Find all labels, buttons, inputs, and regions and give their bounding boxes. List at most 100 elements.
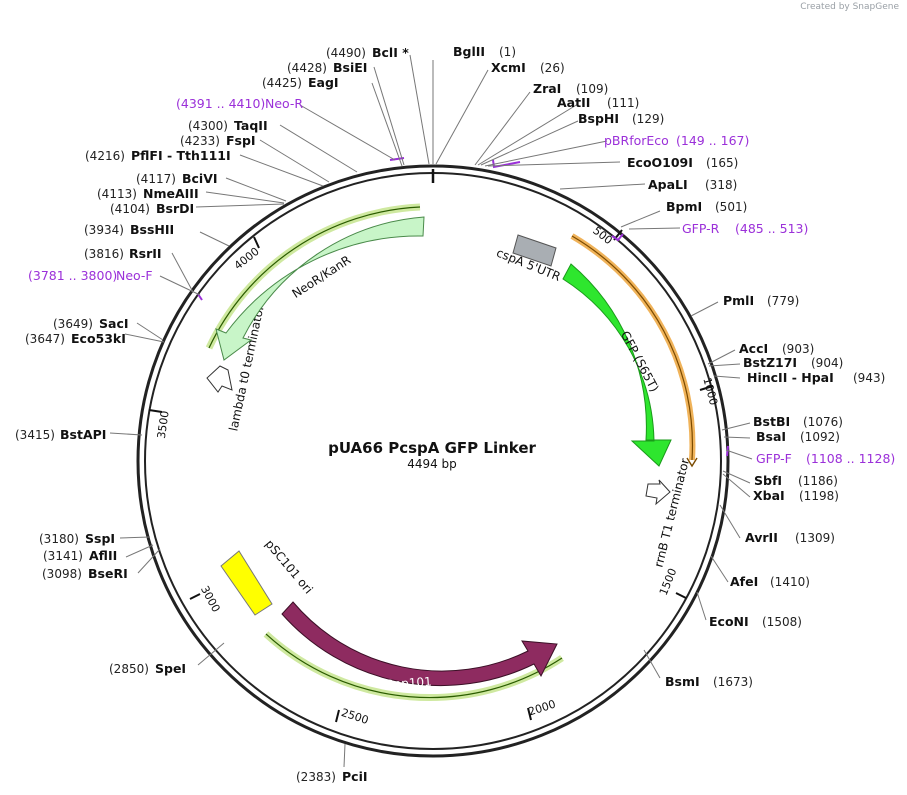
svg-text:(3415): (3415) xyxy=(15,428,55,442)
site-aflii[interactable]: (3141)AflII xyxy=(43,548,117,563)
site-econi[interactable]: EcoNI(1508) xyxy=(709,614,802,629)
svg-text:1500: 1500 xyxy=(657,566,680,597)
site-sspi[interactable]: (3180)SspI xyxy=(39,531,115,546)
svg-text:BclI *: BclI * xyxy=(372,45,409,60)
site-apali[interactable]: ApaLI(318) xyxy=(648,177,737,192)
site-eco53ki[interactable]: (3647)Eco53kI xyxy=(25,331,126,346)
svg-text:(1309): (1309) xyxy=(795,531,835,545)
tick-3000: 3000 xyxy=(189,584,223,615)
svg-text:(1186): (1186) xyxy=(798,474,838,488)
green-highlight-line-neo xyxy=(208,206,421,349)
primer-pbrforeco[interactable]: pBRforEco (149 .. 167) xyxy=(604,133,749,148)
site-bsphi[interactable]: BspHI(129) xyxy=(578,111,664,126)
site-bcli[interactable]: (4490) BclI * xyxy=(326,45,409,60)
svg-text:(4490): (4490) xyxy=(326,46,366,60)
svg-text:2000: 2000 xyxy=(527,698,558,719)
svg-text:ApaLI: ApaLI xyxy=(648,177,688,192)
site-bseri[interactable]: (3098)BseRI xyxy=(42,566,128,581)
site-pmli[interactable]: PmlI(779) xyxy=(723,293,799,308)
site-saci[interactable]: (3649)SacI xyxy=(53,316,129,331)
site-bstbi[interactable]: BstBI(1076) xyxy=(753,414,843,429)
svg-text:(4233): (4233) xyxy=(180,134,220,148)
svg-text:SacI: SacI xyxy=(99,316,129,331)
feature-psc101-ori[interactable]: pSC101 ori xyxy=(220,537,316,616)
svg-text:(129): (129) xyxy=(632,112,664,126)
svg-text:AccI: AccI xyxy=(739,341,768,356)
site-avrii[interactable]: AvrII(1309) xyxy=(745,530,835,545)
svg-text:EcoO109I: EcoO109I xyxy=(627,155,693,170)
svg-text:XbaI: XbaI xyxy=(753,488,785,503)
svg-text:NmeAIII: NmeAIII xyxy=(143,186,199,201)
feature-label-neor: NeoR/KanR xyxy=(289,253,353,301)
svg-text:(111): (111) xyxy=(607,96,639,110)
svg-text:3000: 3000 xyxy=(198,584,223,615)
svg-text:(1076): (1076) xyxy=(803,415,843,429)
primer-neo-r[interactable]: (4391 .. 4410)Neo-R xyxy=(176,96,303,111)
site-xcmi[interactable]: XcmI(26) xyxy=(491,60,565,75)
site-nmeaiii[interactable]: (4113)NmeAIII xyxy=(97,186,199,201)
site-zrai[interactable]: ZraI(109) xyxy=(533,81,608,96)
site-eagi[interactable]: (4425)EagI xyxy=(262,75,339,90)
plasmid-size: 4494 bp xyxy=(407,457,457,471)
site-afei[interactable]: AfeI(1410) xyxy=(730,574,810,589)
svg-text:(4428): (4428) xyxy=(287,61,327,75)
site-hincii-hpai[interactable]: HincII - HpaI(943) xyxy=(747,370,885,385)
svg-text:Neo-F: Neo-F xyxy=(116,268,153,283)
feature-cspa-utr[interactable]: cspA 5'UTR xyxy=(494,234,563,284)
site-aatii[interactable]: AatII(111) xyxy=(557,95,639,110)
svg-text:PciI: PciI xyxy=(342,769,368,784)
site-bsiei[interactable]: (4428)BsiEI xyxy=(287,60,367,75)
site-bcivi[interactable]: (4117)BciVI xyxy=(136,171,218,186)
site-rsrii[interactable]: (3816)RsrII xyxy=(84,246,162,261)
svg-text:(3647): (3647) xyxy=(25,332,65,346)
site-bstapi[interactable]: (3415)BstAPI xyxy=(15,427,106,442)
svg-text:BseRI: BseRI xyxy=(88,566,128,581)
primer-mark-pbrforeco xyxy=(492,159,521,169)
site-acci[interactable]: AccI(903) xyxy=(739,341,814,356)
primer-neo-f[interactable]: (3781 .. 3800)Neo-F xyxy=(28,268,153,283)
svg-text:AflII: AflII xyxy=(89,548,117,563)
site-bsai[interactable]: BsaI(1092) xyxy=(756,429,840,444)
svg-text:(1410): (1410) xyxy=(770,575,810,589)
primer-gfp-f[interactable]: GFP-F(1108 .. 1128) xyxy=(756,451,895,466)
svg-text:SbfI: SbfI xyxy=(754,473,782,488)
feature-rrnb-terminator[interactable]: rrnB T1 terminator xyxy=(645,457,692,569)
svg-text:BsrDI: BsrDI xyxy=(156,201,194,216)
site-taqii[interactable]: (4300)TaqII xyxy=(188,118,268,133)
svg-text:(4104): (4104) xyxy=(110,202,150,216)
site-bpmi[interactable]: BpmI(501) xyxy=(666,199,747,214)
site-bsshii[interactable]: (3934)BssHII xyxy=(84,222,174,237)
site-leader-lines xyxy=(109,54,753,768)
site-ecoo109i[interactable]: EcoO109I(165) xyxy=(627,155,738,170)
svg-text:4000: 4000 xyxy=(232,245,262,272)
tick-1500: 1500 xyxy=(657,566,687,599)
feature-label-psc101: pSC101 ori xyxy=(262,537,315,597)
svg-text:pBRforEco: pBRforEco xyxy=(604,133,669,148)
svg-text:(4300): (4300) xyxy=(188,119,228,133)
site-pcii[interactable]: (2383)PciI xyxy=(296,769,368,784)
site-sbfi[interactable]: SbfI (1186) xyxy=(754,473,838,488)
feature-gfp[interactable]: GFP (S65T) xyxy=(562,263,672,467)
tick-2000: 2000 xyxy=(527,698,558,721)
svg-text:(1198): (1198) xyxy=(799,489,839,503)
svg-text:PmlI: PmlI xyxy=(723,293,754,308)
svg-text:RsrII: RsrII xyxy=(129,246,162,261)
svg-text:3500: 3500 xyxy=(155,410,172,440)
svg-text:(149 .. 167): (149 .. 167) xyxy=(676,133,749,148)
site-pflfi-tth111i[interactable]: (4216)PflFI - Tth111I xyxy=(85,148,231,163)
site-fspi[interactable]: (4233)FspI xyxy=(180,133,256,148)
site-spei[interactable]: (2850)SpeI xyxy=(109,661,186,676)
svg-text:SpeI: SpeI xyxy=(155,661,186,676)
feature-label-gfp: GFP (S65T) xyxy=(618,329,662,395)
feature-rep101[interactable]: Rep101 xyxy=(281,601,558,692)
svg-text:(1508): (1508) xyxy=(762,615,802,629)
site-xbai[interactable]: XbaI (1198) xyxy=(753,488,839,503)
site-bsrdi[interactable]: (4104) BsrDI xyxy=(110,201,194,216)
primer-gfp-r[interactable]: GFP-R(485 .. 513) xyxy=(682,221,808,236)
svg-text:SspI: SspI xyxy=(85,531,115,546)
site-bsmi[interactable]: BsmI(1673) xyxy=(665,674,753,689)
svg-text:(1108 .. 1128): (1108 .. 1128) xyxy=(806,451,895,466)
site-bstz17i[interactable]: BstZ17I(904) xyxy=(743,355,843,370)
site-bglii[interactable]: BglII(1) xyxy=(453,44,516,59)
